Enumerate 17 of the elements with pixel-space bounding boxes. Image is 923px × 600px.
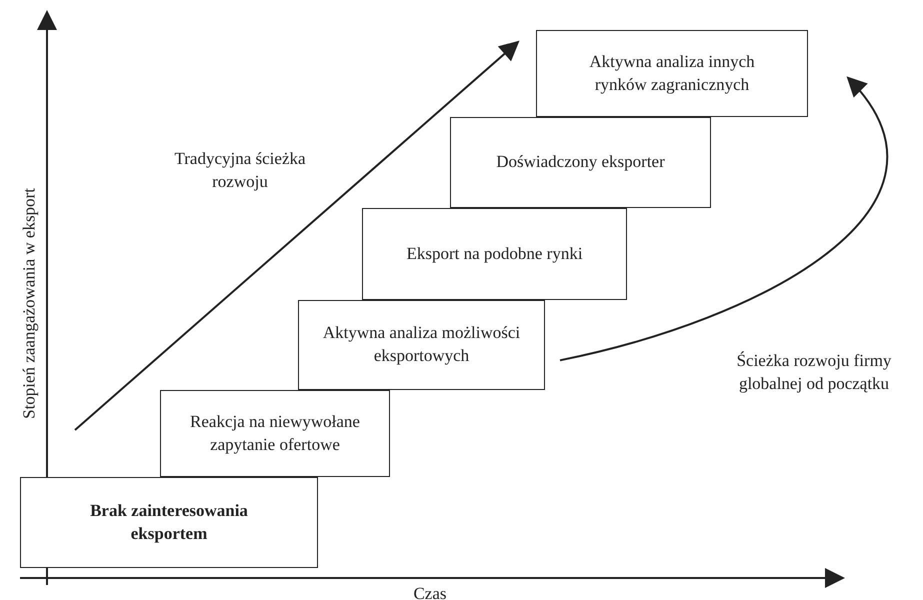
step-label: Reakcja na niewywołane zapytanie ofertowe [189, 410, 361, 456]
axis-title: Stopień zaangażowania w eksport [18, 187, 40, 421]
step-label: Doświadczony eksporter [496, 151, 665, 174]
step-box [536, 30, 808, 117]
step-label: Brak zainteresowania eksportem [89, 500, 249, 545]
step-box [20, 477, 318, 568]
path-label: Ścieżka rozwoju firmy globalnej od początku [736, 350, 892, 395]
path-label: Tradycyjna ścieżka rozwoju [173, 148, 307, 193]
curved-arrow [560, 76, 887, 362]
axis-title: Czas [412, 583, 448, 600]
step-label: Eksport na podobne rynki [406, 242, 583, 265]
step-box [450, 117, 711, 208]
step-label: Aktywna analiza możliwości eksportowych [322, 322, 522, 367]
step-box [298, 300, 545, 390]
step-label: Aktywna analiza innych rynków zagranicznych [588, 50, 756, 96]
step-box [362, 208, 627, 300]
step-box [160, 390, 390, 477]
